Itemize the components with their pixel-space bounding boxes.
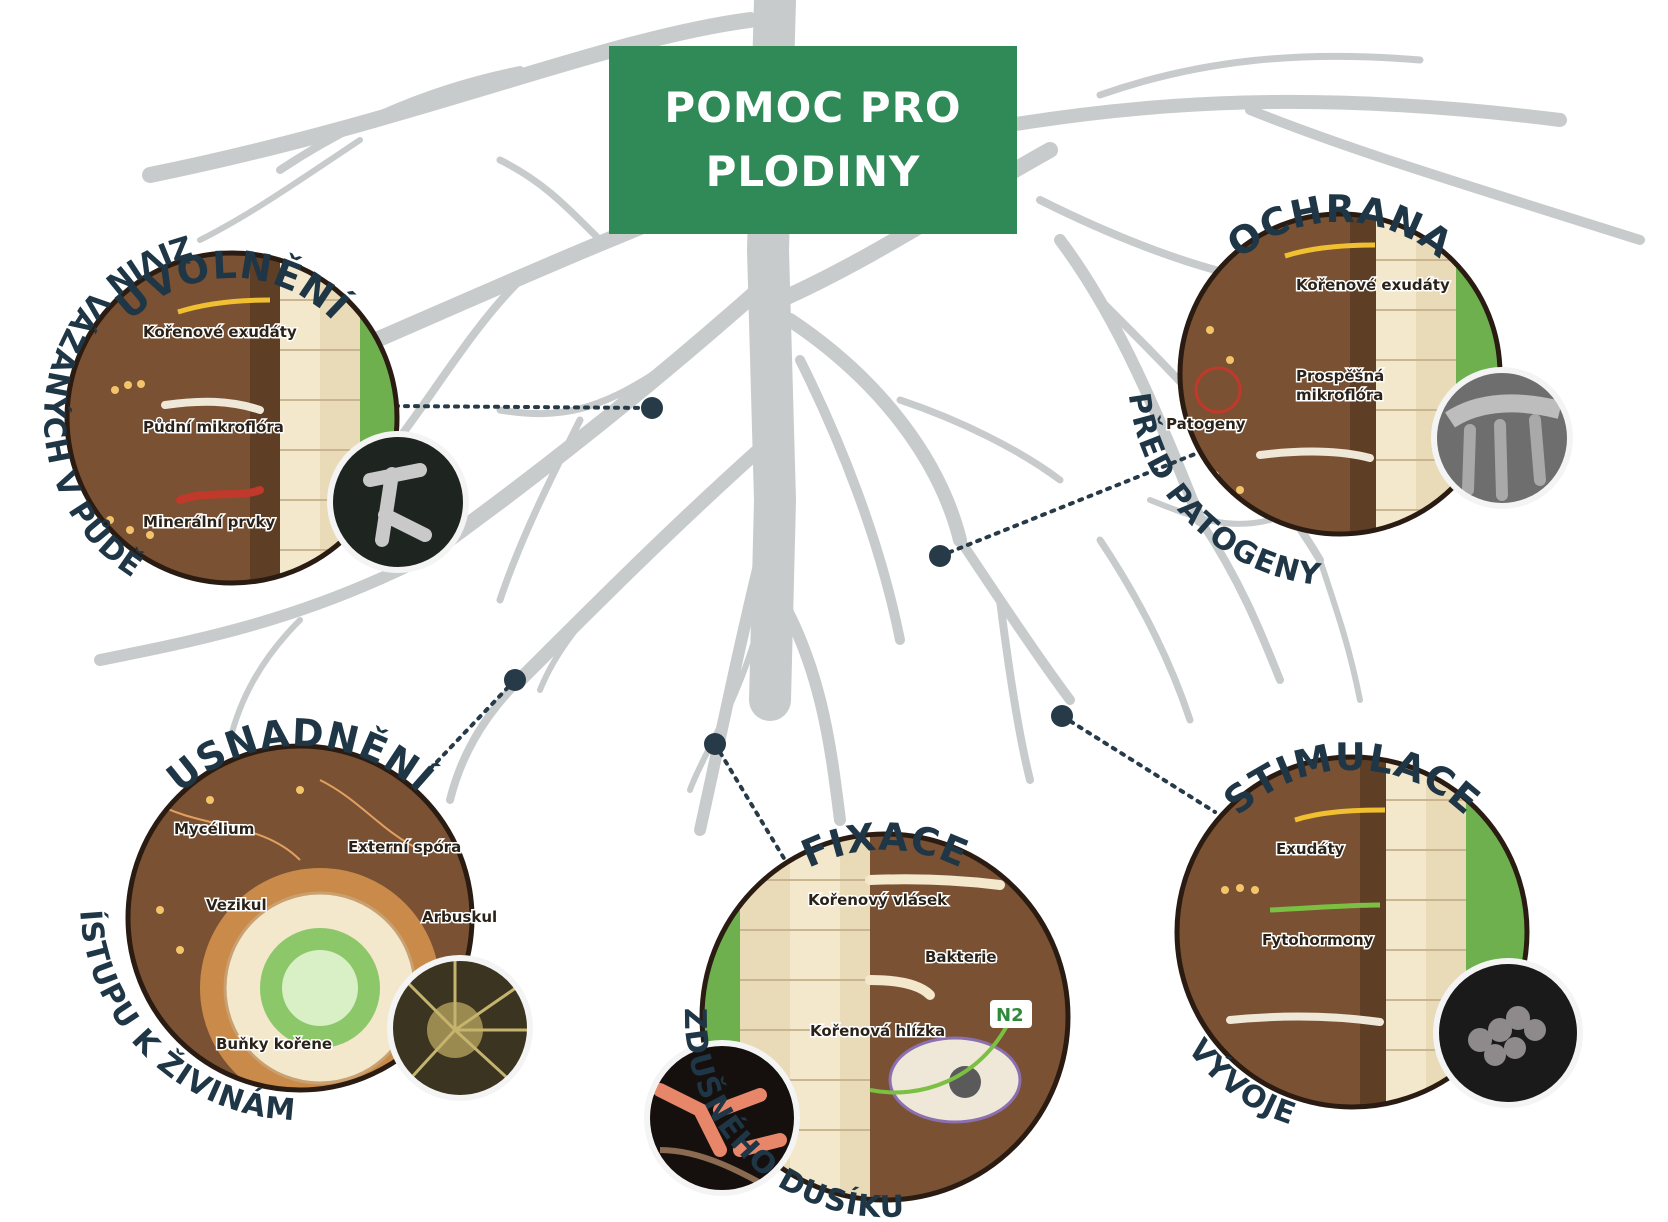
label-mycelium: Mycélium bbox=[174, 820, 254, 838]
label-bakterie: Bakterie bbox=[925, 948, 997, 966]
label-externi-spora: Externí spóra bbox=[348, 838, 461, 856]
connector-dot-stimulace bbox=[1051, 705, 1073, 727]
label-korenovy-vlasek: Kořenový vlásek bbox=[808, 891, 948, 909]
label-exudaty: Exudáty bbox=[1276, 840, 1345, 858]
label-korenova-hlizka: Kořenová hlízka bbox=[810, 1022, 945, 1040]
label-korenove-exudaty: Kořenové exudáty bbox=[1296, 276, 1450, 294]
title-box: POMOC PRO PLODINY bbox=[609, 46, 1017, 234]
label-patogeny: Patogeny bbox=[1166, 415, 1246, 433]
label-korenove-exudaty: Kořenové exudáty bbox=[143, 323, 297, 341]
panel-ochrana: Kořenové exudáty Prospěšná mikroflóra Pa… bbox=[1121, 187, 1574, 593]
label-mineralni-prvky: Minerální prvky bbox=[143, 513, 276, 531]
connector-dot-ochrana bbox=[929, 545, 951, 567]
n2-badge: N2 bbox=[996, 1005, 1024, 1026]
connector-lines bbox=[395, 406, 1215, 860]
panel-stimulace: Exudáty Fytohormony STIMULACE VÝVOJE bbox=[1170, 735, 1580, 1133]
label-mikroflora: mikroflóra bbox=[1296, 386, 1383, 404]
connector-dot-fixace bbox=[704, 733, 726, 755]
title-line-1: POMOC PRO bbox=[664, 76, 961, 140]
connector-dot-uvolneni bbox=[641, 397, 663, 419]
label-bunky-korene: Buňky kořene bbox=[216, 1035, 332, 1053]
label-vezikul: Vezikul bbox=[206, 896, 267, 914]
label-arbuskul: Arbuskul bbox=[422, 908, 497, 926]
label-prospesna: Prospěšná bbox=[1296, 367, 1384, 385]
label-pudni-mikroflora: Půdní mikroflóra bbox=[143, 418, 284, 436]
title-line-2: PLODINY bbox=[706, 140, 921, 204]
label-fytohormony: Fytohormony bbox=[1262, 931, 1374, 949]
connector-dot-usnadneni bbox=[504, 669, 526, 691]
panel-uvolneni: Kořenové exudáty Půdní mikroflóra Minerá… bbox=[36, 227, 470, 590]
